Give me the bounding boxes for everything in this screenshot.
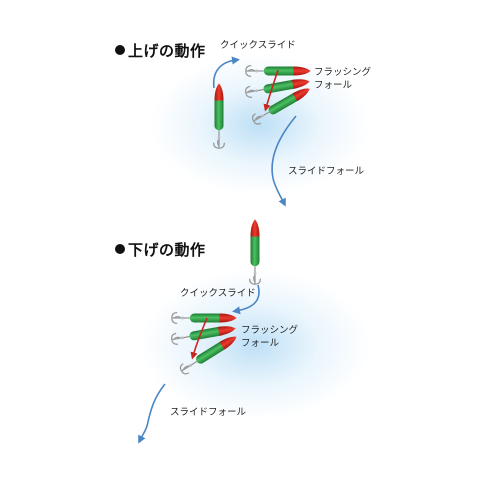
bottom-lure-3 [178,331,240,377]
top-flashing-fall-arrow [263,69,279,112]
bottom-slide-fall-label: スライドフォール [170,407,247,418]
top-flashing-label-1: フラッシング [314,67,372,78]
bottom-flashing-label-1: フラッシング [241,325,299,336]
top-flashing-label-2: フォール [314,80,353,91]
top-glow [150,55,370,195]
top-slide-fall-label: スライドフォール [288,166,365,177]
bottom-flashing-label-2: フォール [241,338,280,349]
heading-fall: 下げの動作 [115,239,206,260]
bottom-quick-slide-label: クイックスライド [180,288,256,299]
bottom-flashing-fall-arrow [190,317,208,360]
bottom-vertical-lure [248,218,262,285]
bullet-icon [115,45,125,55]
top-quick-slide-arrow [212,56,240,89]
heading-fall-text: 下げの動作 [128,241,206,259]
bottom-lure-1 [171,311,238,325]
heading-rise-text: 上げの動作 [128,42,206,60]
heading-rise: 上げの動作 [115,40,206,61]
bottom-slide-fall-arrow [138,383,166,444]
bottom-glow [140,270,370,420]
top-vertical-lure [212,82,226,149]
bullet-icon [115,244,125,254]
top-slide-fall-arrow [271,115,297,207]
top-quick-slide-label: クイックスライド [220,40,296,51]
bottom-quick-slide-arrow [232,284,260,315]
